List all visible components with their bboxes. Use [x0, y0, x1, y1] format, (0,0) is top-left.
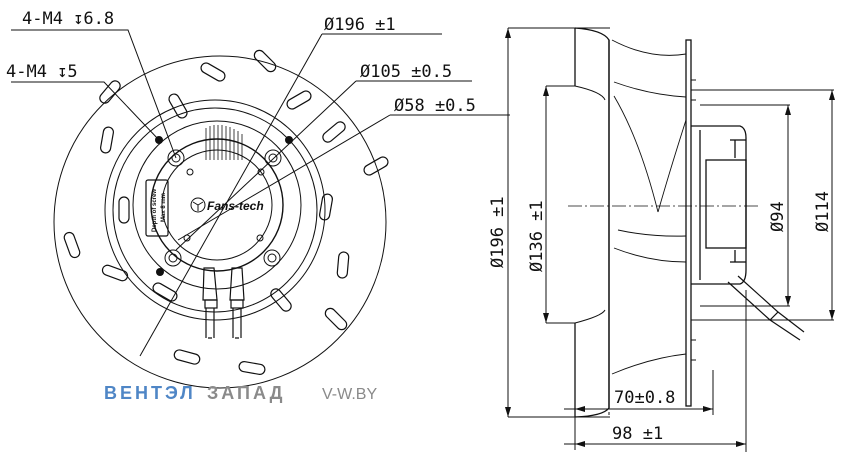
front-view — [11, 29, 510, 389]
watermark-site: V-W.BY — [322, 386, 377, 403]
blade-slots — [63, 49, 389, 375]
callout-dia-58: Ø58 ±0.5 — [394, 96, 476, 116]
label-plate-line2: Max 8 mm — [161, 193, 167, 222]
label-plate: Depth of screw Max 8 mm — [152, 189, 167, 232]
side-dimension-texts: Ø196 ±1 Ø136 ±1 Ø94 Ø114 70±0.8 98 ±1 — [488, 191, 833, 444]
front-callout-texts: 4-M4 ↧6.8 4-M4 ↧5 Ø196 ±1 Ø105 ±0.5 Ø58 … — [6, 9, 476, 116]
impeller-shroud — [574, 27, 610, 418]
dim-dia-136: Ø136 ±1 — [527, 200, 547, 272]
dim-length-98: 98 ±1 — [612, 424, 663, 444]
callout-m4-depth-5: 4-M4 ↧5 — [6, 62, 78, 82]
watermark-brand-blue: ВЕНТЭЛ — [104, 383, 196, 403]
dim-dia-196: Ø196 ±1 — [488, 196, 508, 268]
dim-dia-94: Ø94 — [768, 201, 788, 232]
watermark-brand-gray: ЗАПАД — [207, 383, 285, 403]
logo-text: Fans-tech — [207, 199, 264, 213]
dim-length-70: 70±0.8 — [614, 388, 675, 408]
hub-ribs — [205, 125, 243, 160]
impeller-blades — [611, 39, 687, 375]
mounting-screws — [155, 136, 293, 276]
callout-m4-depth-6-8: 4-M4 ↧6.8 — [22, 9, 114, 29]
hub-ring-outer — [104, 99, 326, 321]
motor-body — [691, 125, 747, 285]
label-plate-line1: Depth of screw — [152, 189, 158, 232]
watermark: ВЕНТЭЛ ЗАПАД V-W.BY — [104, 383, 377, 403]
back-plate — [685, 39, 692, 407]
hub-ring-5 — [161, 149, 273, 261]
side-cable — [727, 275, 805, 341]
hub-ring-3 — [132, 120, 302, 290]
fan-logo-icon — [190, 197, 206, 213]
impeller-outer-circle — [53, 55, 387, 389]
side-view — [505, 27, 835, 452]
front-leaders — [11, 29, 510, 357]
hub-ring-4 — [150, 138, 284, 272]
callout-dia-105: Ø105 ±0.5 — [360, 62, 452, 82]
hub-ring-2 — [112, 107, 318, 313]
cable-glands — [202, 267, 245, 339]
label-plate-frame — [145, 179, 169, 237]
dimension-arrows — [505, 28, 835, 447]
callout-dia-196: Ø196 ±1 — [324, 15, 396, 35]
dim-dia-114: Ø114 — [813, 191, 833, 232]
